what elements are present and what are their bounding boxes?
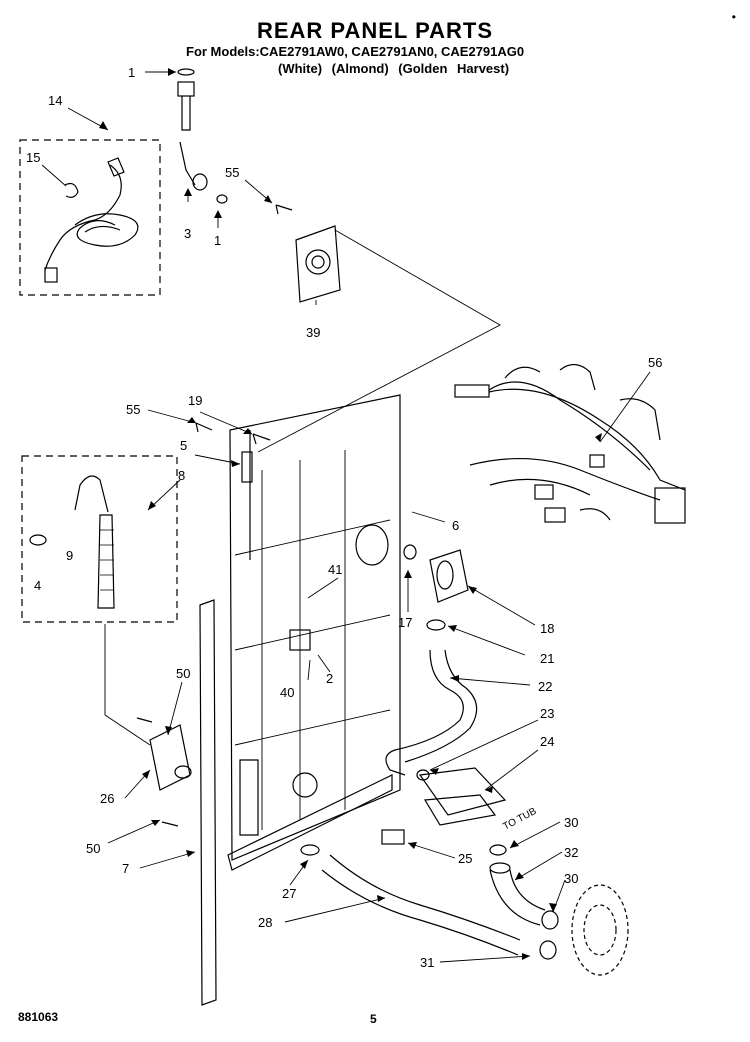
- callout-5: 5: [180, 438, 187, 453]
- callout-22: 22: [538, 679, 552, 694]
- callout-4: 4: [34, 578, 41, 593]
- hose-28-edge: [321, 869, 519, 956]
- callout-18: 18: [540, 621, 554, 636]
- rear-panel: [227, 394, 401, 871]
- hose-28: [329, 854, 521, 941]
- pump-24: [416, 767, 507, 826]
- arrowheads: [99, 68, 602, 960]
- color-list: (White) (Almond) (Golden Harvest): [278, 61, 510, 76]
- callout-27: 27: [282, 886, 296, 901]
- power-cord-group: [19, 139, 161, 296]
- callout-50-bottom: 50: [86, 841, 100, 856]
- callout-numbers: 1 14 15 3 1 55 39 56 55 19 5 8 6 9 4 41 …: [26, 65, 662, 970]
- callout-21: 21: [540, 651, 554, 666]
- clamp-31: [539, 940, 557, 960]
- callout-19: 19: [188, 393, 202, 408]
- callout-14: 14: [48, 93, 62, 108]
- inlet-fitting-group: [177, 68, 228, 204]
- screw-55-top: [275, 204, 293, 215]
- clamp-27: [300, 844, 320, 856]
- outlet-plate-39: [295, 225, 341, 303]
- callout-1-lower: 1: [214, 233, 221, 248]
- callout-3: 3: [184, 226, 191, 241]
- callout-1-top: 1: [128, 65, 135, 80]
- callout-50-top: 50: [176, 666, 190, 681]
- callout-26: 26: [100, 791, 114, 806]
- hose-22-edge: [404, 649, 478, 763]
- callout-32: 32: [564, 845, 578, 860]
- leader-39: [257, 229, 501, 453]
- callout-6: 6: [452, 518, 459, 533]
- to-tub-label: TO TUB: [501, 806, 539, 833]
- document-number: 881063: [18, 1010, 59, 1024]
- callout-2: 2: [326, 671, 333, 686]
- callout-55-top: 55: [225, 165, 239, 180]
- callout-30-top: 30: [564, 815, 578, 830]
- callout-56: 56: [648, 355, 662, 370]
- corner-mark: •: [731, 10, 736, 24]
- callout-leaders: [41, 71, 651, 963]
- part-25: [381, 829, 405, 845]
- callout-15: 15: [26, 150, 40, 165]
- callout-41: 41: [328, 562, 342, 577]
- callout-7: 7: [122, 861, 129, 876]
- callout-30-lower: 30: [564, 871, 578, 886]
- bracket-26: [149, 724, 192, 791]
- screw-50-top: [136, 717, 153, 723]
- model-list: For Models:CAE2791AW0, CAE2791AN0, CAE27…: [186, 44, 525, 59]
- clamp-30-lower: [541, 910, 559, 930]
- callout-55-mid: 55: [126, 402, 140, 417]
- hose-32: [489, 844, 546, 926]
- valve-18: [403, 544, 469, 631]
- side-strip-7: [199, 599, 217, 1006]
- callout-25: 25: [458, 851, 472, 866]
- callout-24: 24: [540, 734, 554, 749]
- tub-outlet: [571, 884, 629, 976]
- screw-50-bottom: [161, 821, 179, 827]
- callout-9: 9: [66, 548, 73, 563]
- callout-17: 17: [398, 615, 412, 630]
- callout-28: 28: [258, 915, 272, 930]
- drain-hose-group: [21, 455, 178, 623]
- callout-31: 31: [420, 955, 434, 970]
- page-title: REAR PANEL PARTS: [256, 18, 494, 43]
- callout-39: 39: [306, 325, 320, 340]
- callout-8: 8: [178, 468, 185, 483]
- page-number: 5: [370, 1012, 377, 1026]
- wire-harness-56: [454, 363, 686, 524]
- screw-19: [252, 433, 271, 445]
- screw-55-mid: [195, 422, 213, 433]
- callout-23: 23: [540, 706, 554, 721]
- callout-40: 40: [280, 685, 294, 700]
- leader-8: [104, 624, 151, 746]
- hose-22: [385, 649, 464, 776]
